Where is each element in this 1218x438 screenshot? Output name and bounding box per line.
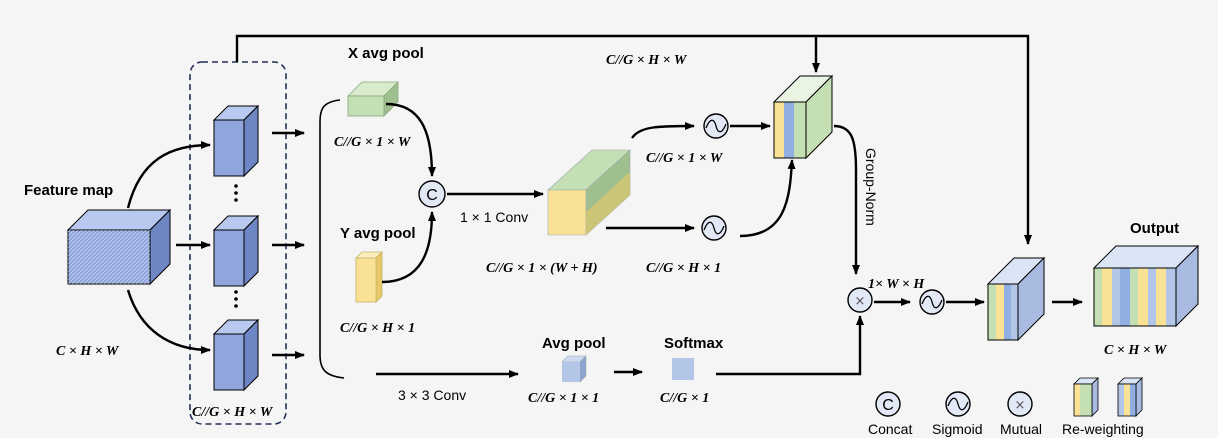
- arrow-softmax-to-mutual: [716, 315, 864, 376]
- group-cube-bottom: [212, 318, 260, 392]
- upper-branch-dim-label: C//G × 1 × W: [646, 151, 724, 166]
- skip-connection-line: [235, 34, 1032, 245]
- arrow-feature-to-bottom: [126, 289, 211, 354]
- y-pool-dim-label: C//G × H × 1: [340, 321, 415, 336]
- output-cube: [1092, 244, 1200, 328]
- feature-map-label: Feature map: [24, 182, 113, 199]
- legend-sigmoid-label: Sigmoid: [932, 421, 983, 437]
- legend-reweighting-label: Re-weighting: [1062, 421, 1144, 437]
- feature-dim-label: C × H × W: [56, 344, 120, 359]
- mutual-op-icon: ×: [847, 287, 873, 313]
- svg-text:C: C: [426, 187, 438, 204]
- legend-reweight-icon-b: [1117, 377, 1143, 417]
- branch-bracket: [319, 99, 345, 379]
- legend-sigmoid-icon: [945, 391, 971, 417]
- svg-text:×: ×: [1015, 398, 1026, 413]
- legend-mutual-icon: ×: [1007, 391, 1033, 417]
- concat-bar: [547, 149, 631, 236]
- x-pool-dim-label: C//G × 1 × W: [334, 135, 412, 150]
- arrow-split-upper: [631, 122, 695, 139]
- sigmoid-icon-lower: [701, 215, 727, 241]
- arrow-xpool-to-concat: [385, 102, 436, 177]
- group-dim-label: C//G × H × W: [192, 405, 274, 420]
- group-cube-middle: [212, 214, 260, 288]
- reweight-cube-lower: [986, 256, 1046, 342]
- x-pool-bar: [347, 81, 399, 117]
- legend-mutual-label: Mutual: [1000, 421, 1042, 437]
- y-pool-bar: [355, 251, 383, 303]
- concat-dim-label: C//G × 1 × (W + H): [486, 261, 598, 276]
- svg-text:×: ×: [855, 294, 866, 309]
- group-cube-top: [212, 104, 260, 178]
- conv3-label: 3 × 3 Conv: [398, 387, 466, 403]
- arrow-ypool-to-concat: [381, 211, 436, 284]
- sigmoid-icon-upper: [703, 113, 729, 139]
- x-pool-label: X avg pool: [348, 45, 424, 62]
- group-norm-label: Group-Norm: [863, 148, 879, 226]
- avg-pool-dim-label: C//G × 1 × 1: [528, 391, 599, 406]
- legend-reweight-icon-a: [1073, 377, 1099, 417]
- ellipsis-dots: [234, 184, 238, 308]
- avg-pool-label: Avg pool: [542, 335, 606, 352]
- feature-map-cube: [66, 208, 172, 286]
- top-dim-label: C//G × H × W: [606, 53, 688, 68]
- arrow-groupnorm: [833, 124, 860, 275]
- arrow-sigmoid-lower-to-cube: [739, 159, 796, 238]
- concat-op-icon: C: [418, 180, 446, 208]
- y-pool-label: Y avg pool: [340, 225, 416, 242]
- avg-pool-cube: [561, 355, 587, 383]
- softmax-square: [672, 358, 694, 380]
- mutual-dim-label: 1× W × H: [868, 277, 925, 292]
- legend-concat-label: Concat: [868, 421, 912, 437]
- arrow-feature-to-top: [126, 141, 211, 209]
- output-label: Output: [1130, 220, 1179, 237]
- sigmoid-icon-final: [919, 289, 945, 315]
- softmax-label: Softmax: [664, 335, 724, 352]
- softmax-dim-label: C//G × 1: [660, 391, 709, 406]
- output-dim-label: C × H × W: [1104, 343, 1168, 358]
- legend-concat-icon: C: [875, 391, 901, 417]
- reweight-cube-upper: [772, 74, 834, 160]
- conv1-label: 1 × 1 Conv: [460, 209, 528, 225]
- lower-branch-dim-label: C//G × H × 1: [646, 261, 721, 276]
- svg-text:C: C: [882, 397, 894, 414]
